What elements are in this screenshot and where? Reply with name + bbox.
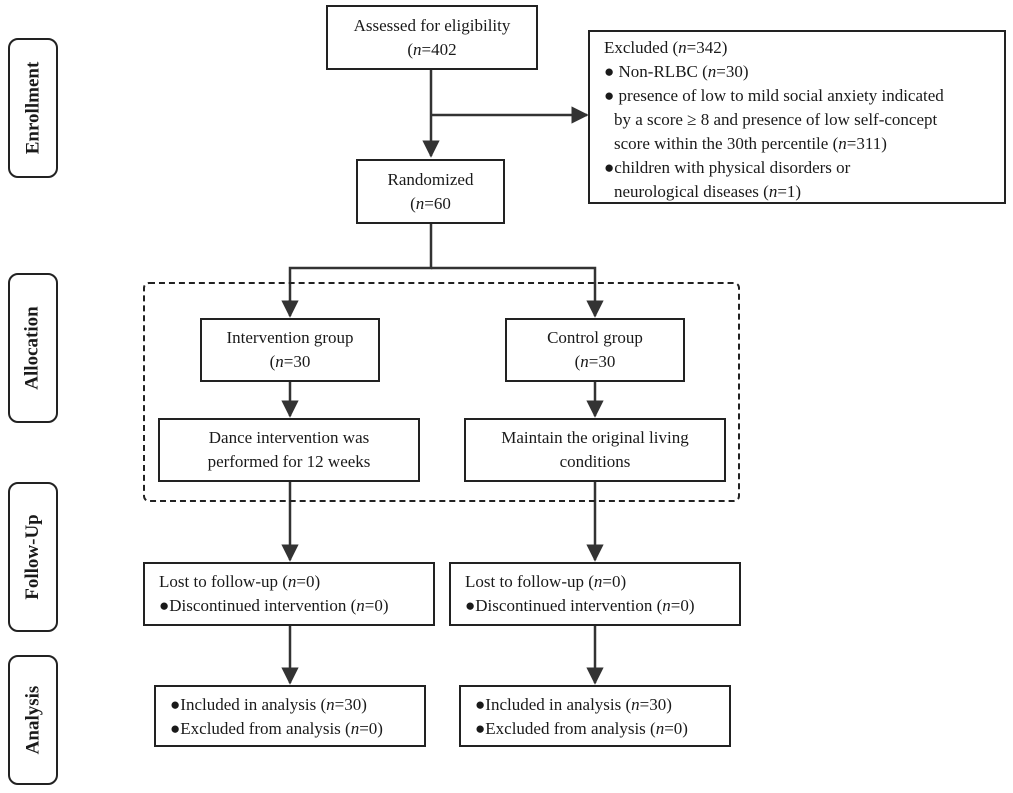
excluded-item-physical-disorders-cont: neurological diseases (n=1): [614, 182, 802, 201]
analysis-right-excluded: ●Excluded from analysis (n=0): [475, 719, 688, 738]
maintain-conditions-box: Maintain the original living conditions: [464, 418, 726, 482]
randomized-box: Randomized (n=60: [356, 159, 505, 224]
followup-right-box: Lost to follow-up (n=0) ●Discontinued in…: [449, 562, 741, 626]
stage-label-enrollment: Enrollment: [8, 38, 58, 178]
followup-left-discontinued: ●Discontinued intervention (n=0): [159, 596, 389, 615]
analysis-left-excluded: ●Excluded from analysis (n=0): [170, 719, 383, 738]
stage-label-analysis: Analysis: [8, 655, 58, 785]
allocation-dashed-region: [143, 282, 740, 502]
followup-right-discontinued: ●Discontinued intervention (n=0): [465, 596, 695, 615]
control-group-box: Control group (n=30: [505, 318, 685, 382]
dance-intervention-line2: performed for 12 weeks: [207, 452, 371, 471]
excluded-item-physical-disorders: ●children with physical disorders or: [604, 158, 851, 177]
followup-left-box: Lost to follow-up (n=0) ●Discontinued in…: [143, 562, 435, 626]
excluded-title: Excluded (n=342): [604, 38, 728, 57]
excluded-item-social-anxiety: ● presence of low to mild social anxiety…: [604, 86, 944, 105]
assessed-box: Assessed for eligibility (n=402: [326, 5, 538, 70]
excluded-item-non-rlbc: ● Non-RLBC (n=30): [604, 62, 749, 81]
maintain-conditions-line2: conditions: [559, 452, 631, 471]
assessed-label: Assessed for eligibility: [353, 15, 511, 35]
excluded-item-social-anxiety-cont2: score within the 30th percentile (n=311): [614, 134, 887, 153]
randomized-count: (n=60: [410, 193, 451, 213]
randomized-label: Randomized: [387, 169, 474, 189]
intervention-group-count: (n=30: [269, 352, 311, 371]
analysis-left-box: ●Included in analysis (n=30) ●Excluded f…: [154, 685, 426, 747]
intervention-group-box: Intervention group (n=30: [200, 318, 380, 382]
analysis-right-included: ●Included in analysis (n=30): [475, 695, 672, 714]
split-right-line: [431, 266, 604, 318]
dance-intervention-line1: Dance intervention was: [208, 428, 370, 447]
control-group-label: Control group: [547, 328, 643, 347]
control-group-count: (n=30: [574, 352, 616, 371]
dance-intervention-box: Dance intervention was performed for 12 …: [158, 418, 420, 482]
assessed-count: (n=402: [407, 39, 457, 59]
excluded-item-social-anxiety-cont: by a score ≥ 8 and presence of low self-…: [614, 110, 938, 129]
intervention-group-label: Intervention group: [226, 328, 354, 347]
followup-left-lost: Lost to follow-up (n=0): [159, 572, 321, 591]
maintain-conditions-line1: Maintain the original living: [501, 428, 689, 447]
excluded-box: Excluded (n=342) ● Non-RLBC (n=30) ● pre…: [588, 30, 1006, 204]
followup-right-lost: Lost to follow-up (n=0): [465, 572, 627, 591]
stage-label-allocation: Allocation: [8, 273, 58, 423]
analysis-left-included: ●Included in analysis (n=30): [170, 695, 367, 714]
stage-label-followup: Follow-Up: [8, 482, 58, 632]
randomized-split-line: [288, 224, 433, 315]
analysis-right-box: ●Included in analysis (n=30) ●Excluded f…: [459, 685, 731, 747]
